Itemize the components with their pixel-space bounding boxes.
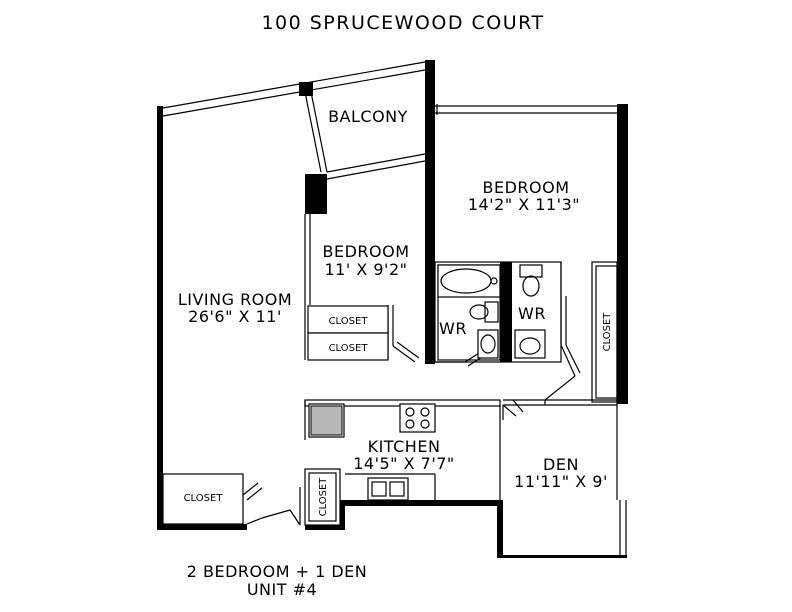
bathtub [437, 264, 501, 298]
wr-right-label: WR [518, 304, 546, 323]
kitchen-size: 14'5" X 7'7" [353, 454, 455, 473]
plan-title: 100 SPRUCEWOOD COURT [261, 12, 544, 34]
bedroom-second-size: 11' X 9'2" [324, 260, 407, 279]
doors [242, 341, 581, 526]
closet-living-label: CLOSET [184, 493, 224, 504]
stove [399, 403, 436, 433]
den-name: DEN [543, 455, 579, 474]
bedroom-main-name: BEDROOM [482, 178, 569, 197]
closet-living [162, 473, 244, 525]
living-room-size: 26'6" X 11' [188, 307, 282, 326]
room-labels: BALCONY BEDROOM 14'2" X 11'3" BEDROOM 11… [178, 107, 613, 516]
closet-bedroom-label: CLOSET [602, 312, 613, 352]
bedroom-second-name: BEDROOM [322, 242, 409, 261]
closet-entry [304, 468, 341, 526]
closet-lower [307, 332, 389, 361]
living-room-name: LIVING ROOM [178, 290, 292, 309]
bedroom-main-size: 14'2" X 11'3" [468, 195, 580, 214]
windows [162, 61, 627, 556]
balcony-label: BALCONY [328, 107, 408, 126]
kitchen-name: KITCHEN [368, 437, 441, 456]
unit-number: UNIT #4 [247, 580, 317, 599]
fixtures [308, 264, 546, 501]
partitions [304, 214, 618, 500]
closets [162, 305, 389, 526]
closet-upper-label: CLOSET [329, 316, 369, 327]
layout-summary: 2 BEDROOM + 1 DEN [187, 562, 368, 581]
wr-left-label: WR [439, 319, 467, 338]
kitchen-sink [367, 477, 409, 501]
closet-entry-label: CLOSET [318, 477, 329, 517]
walls [157, 60, 628, 558]
den-size: 11'11" X 9' [514, 472, 608, 491]
closet-lower-label: CLOSET [329, 343, 369, 354]
